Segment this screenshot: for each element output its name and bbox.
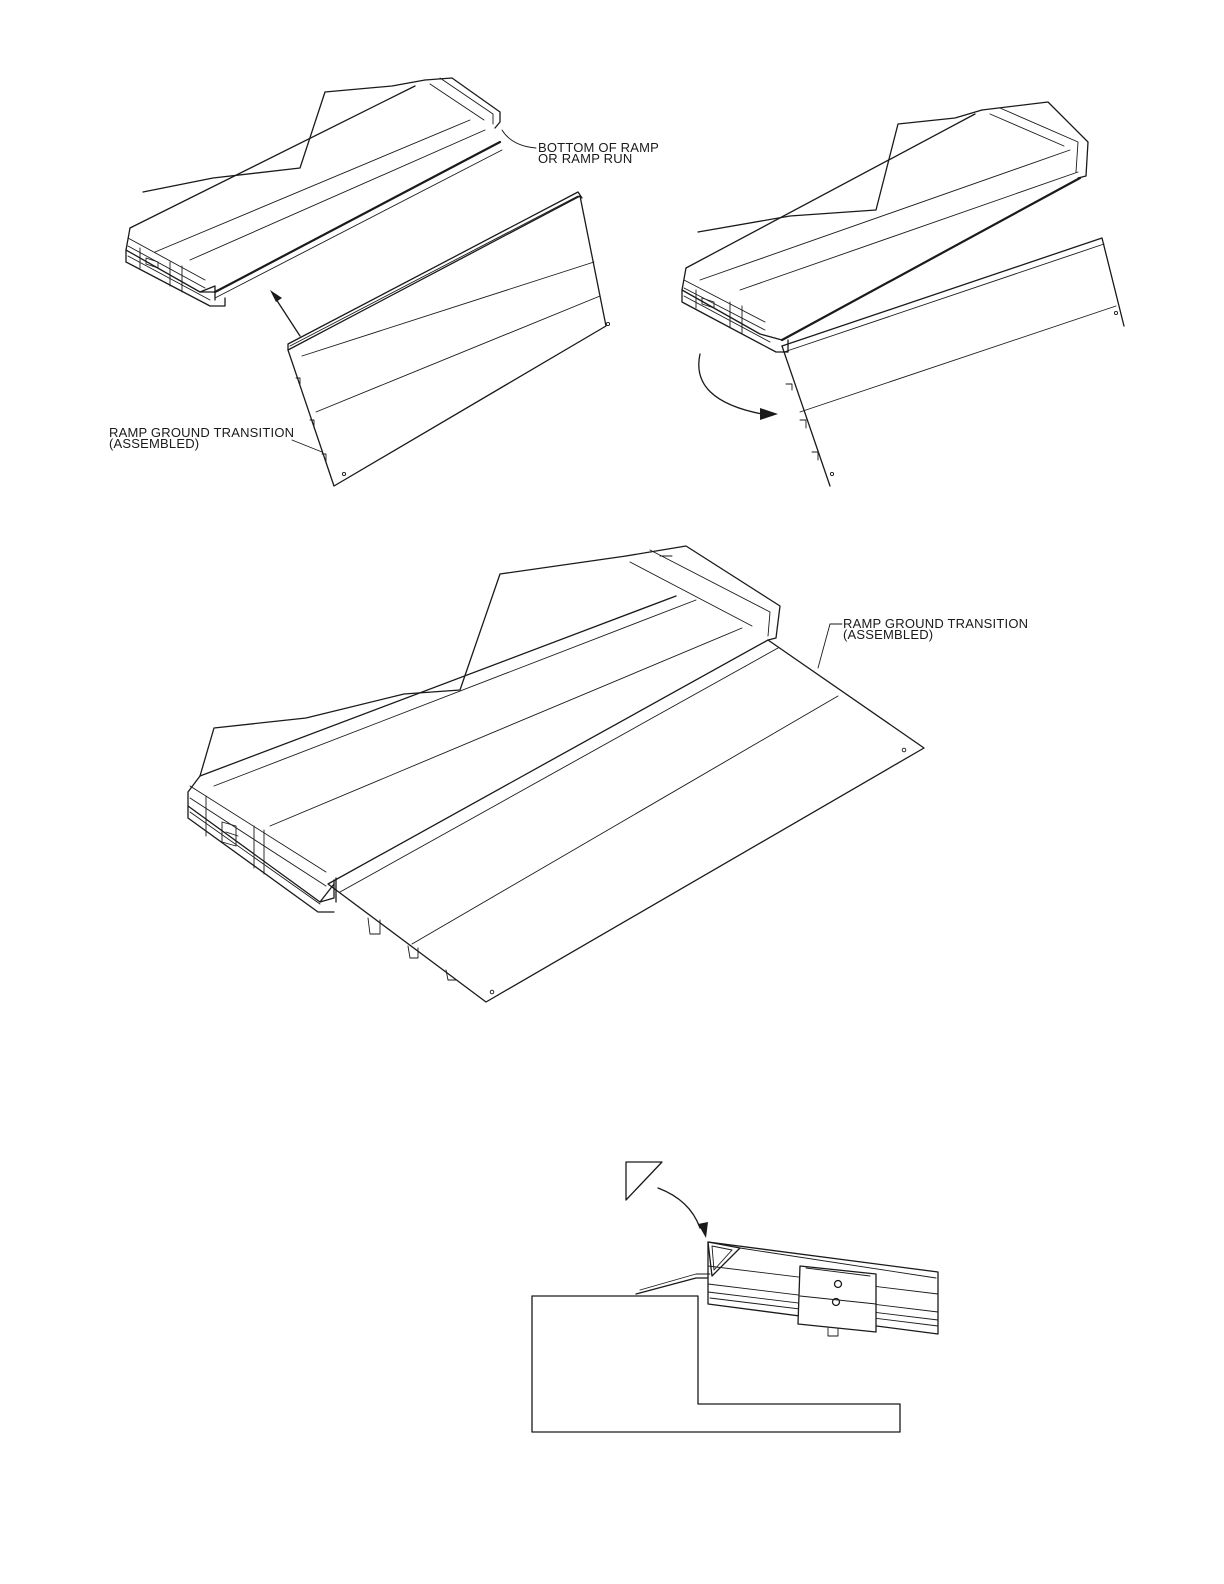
wedge-icon [626,1162,662,1200]
step2-transition-plate [782,238,1124,486]
leader-transition-1 [292,440,322,452]
step4-side-view [532,1242,938,1432]
step2-ramp-run [682,102,1088,352]
leader-transition-2 [818,624,842,668]
straight-arrow-icon [270,290,300,336]
curved-arrow-icon [658,1188,708,1238]
step1-transition-plate [288,192,610,486]
label-ramp-ground-transition-1: RAMP GROUND TRANSITION (ASSEMBLED) [109,427,294,449]
label-ramp-ground-transition-2: RAMP GROUND TRANSITION (ASSEMBLED) [843,618,1028,640]
leader-bottom-of-ramp [502,130,536,148]
curved-arrow-icon [699,354,778,420]
label-bottom-of-ramp: BOTTOM OF RAMP OR RAMP RUN [538,142,659,164]
step3-assembled-ramp [188,546,924,1002]
